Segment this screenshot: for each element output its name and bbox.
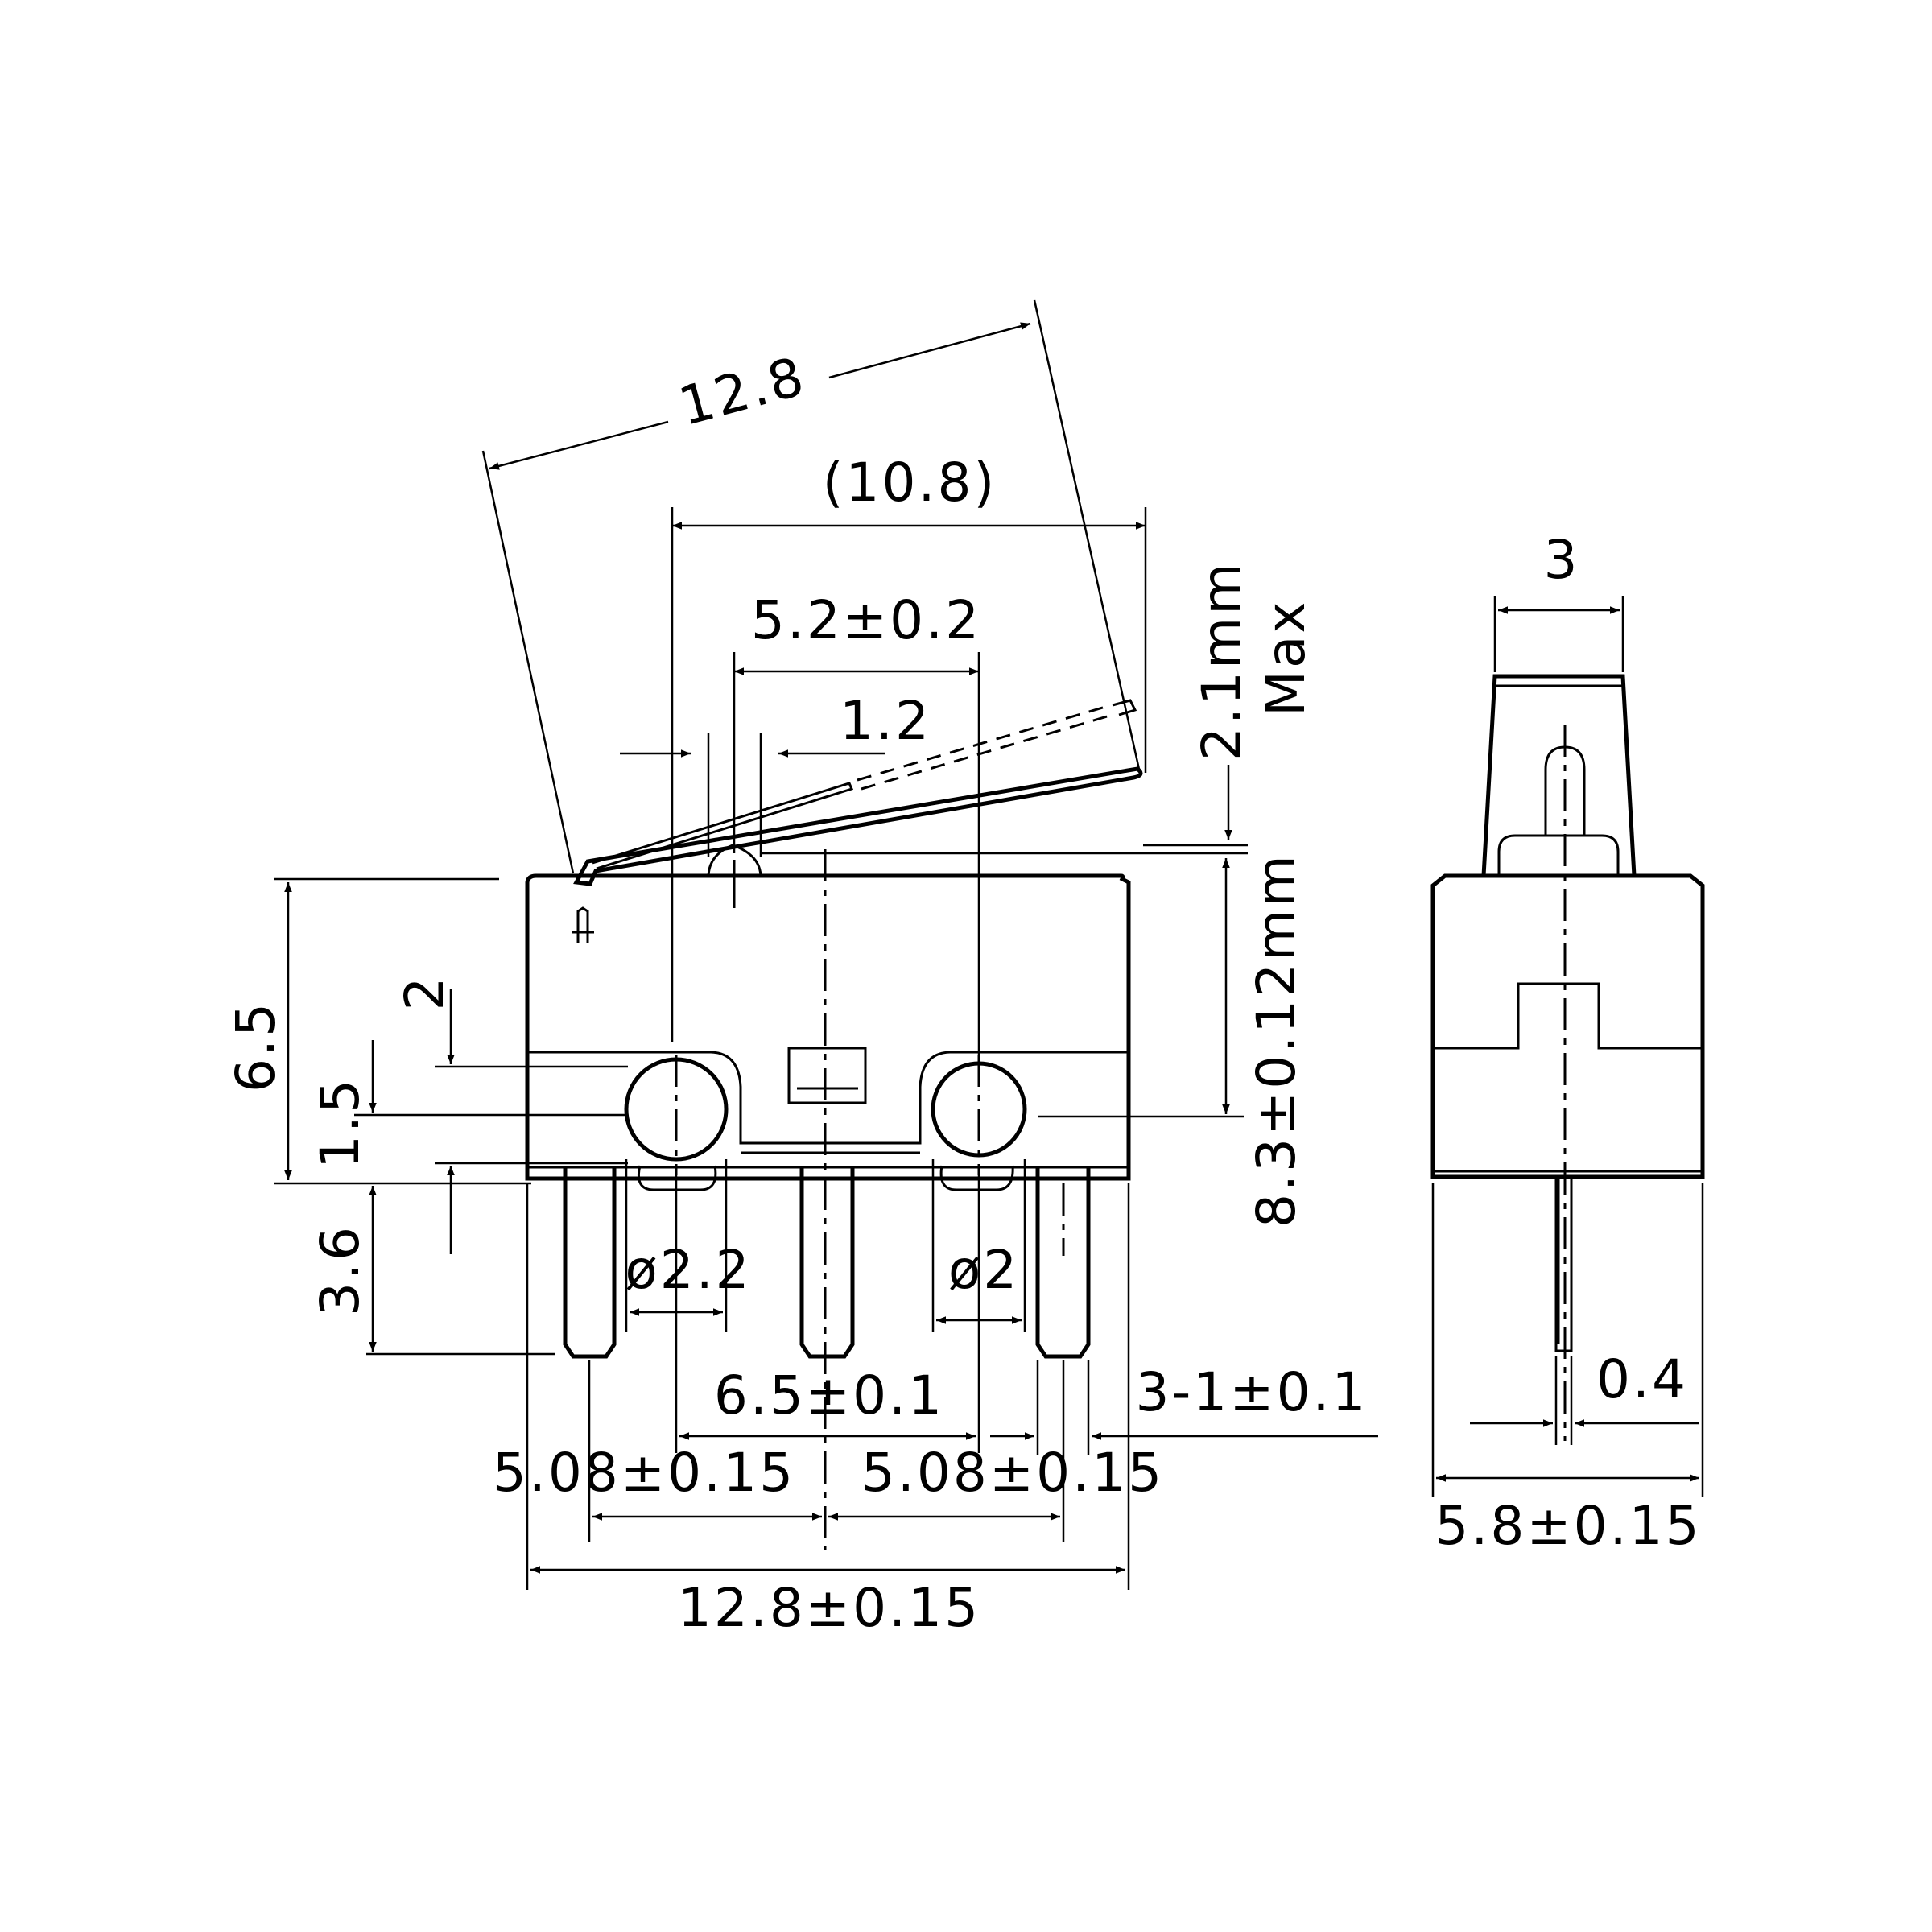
label-pin-width: 3-1±0.1 [1135,1361,1368,1423]
label-travel-a: 2.1mm [1191,560,1253,761]
label-hole-offset: 1.5 [309,1077,371,1169]
side-body-outline [1430,873,1705,1179]
right-hole-boss [939,1165,1014,1191]
dim-lever-left [489,420,669,470]
lever-free-dashed [857,704,1113,791]
center-window [787,1046,867,1104]
front-view: 12.8 (10.8) 5.2±0.2 1.2 2.1mm Max 8.3±0.… [225,299,1378,1639]
lever-arm [573,766,1143,886]
ext-lever-end [1033,299,1141,774]
label-hole-from-top: 2 [394,975,456,1011]
label-side-body-width: 5.8±0.15 [1435,1495,1701,1557]
label-plunger-offset: 1.2 [840,690,931,752]
label-travel-b: Max [1255,600,1317,716]
label-pin-length: 3.6 [309,1224,371,1316]
label-lever-ref: (10.8) [823,452,997,514]
label-side-plunger-width: 3 [1544,529,1580,591]
label-hole-pitch: 6.5±0.1 [714,1364,944,1426]
body-mid-line [527,1051,1129,1145]
dim-lever-right [828,322,1031,379]
side-body-step [1433,982,1703,1050]
ext-lever-start [481,450,575,874]
label-hole-dia-right: ø2 [948,1239,1019,1301]
label-plunger-position: 5.2±0.2 [751,589,981,651]
pin-left [563,1167,617,1359]
label-operating-height: 8.3±0.12mm [1245,852,1307,1228]
lever-free-position [592,782,854,870]
side-guard-base [1497,834,1620,876]
label-pin-pitch-right: 5.08±0.15 [861,1442,1164,1504]
label-body-height: 6.5 [225,1001,287,1092]
label-pin-pitch-left: 5.08±0.15 [493,1442,795,1504]
label-side-pin-thickness: 0.4 [1596,1348,1688,1410]
pivot-mark [572,906,594,943]
switch-body-outline [525,873,1131,1181]
label-body-length: 12.8±0.15 [678,1577,980,1639]
pin-right [1035,1167,1091,1359]
side-plunger-guard [1481,674,1637,877]
label-lever-length: 12.8 [672,345,811,439]
side-view: 3 0.4 5.8±0.15 [1430,529,1705,1557]
label-hole-dia-left: ø2.2 [625,1239,751,1301]
pin-center [799,1167,855,1359]
